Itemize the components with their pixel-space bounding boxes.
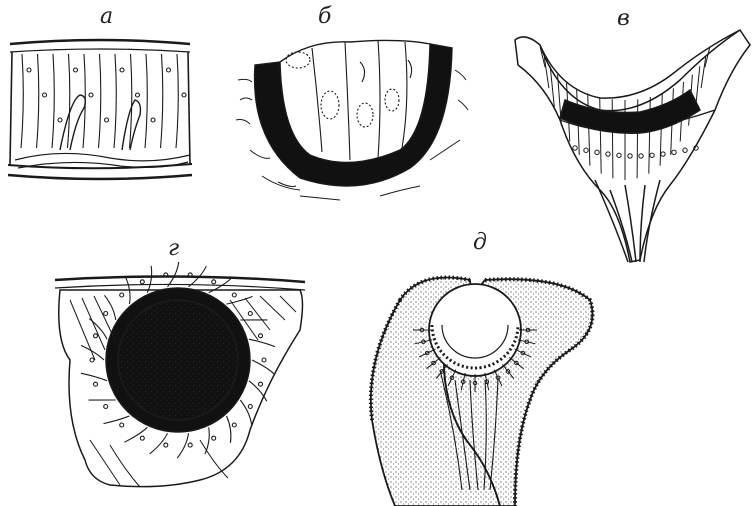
panel-d-lens-eye [371, 278, 593, 506]
panel-v-eye-cup [515, 30, 750, 262]
panel-g-closed-vesicle [55, 262, 305, 487]
panel-b-pigment-cup [236, 40, 468, 200]
panel-a-epithelium [8, 40, 192, 179]
